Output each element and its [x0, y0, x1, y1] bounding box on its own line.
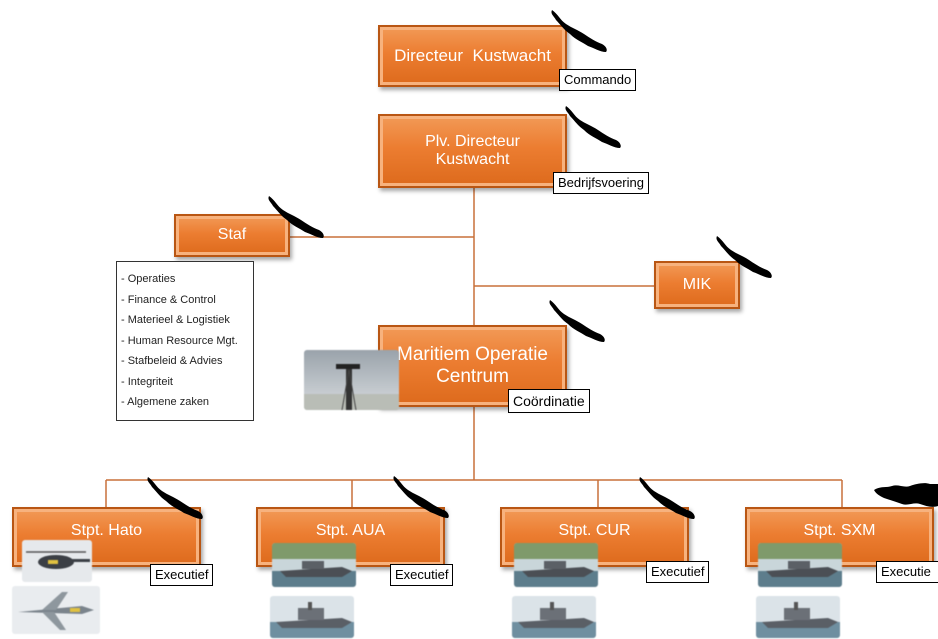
aua-label: Stpt. AUA	[315, 522, 386, 539]
mik-label: MIK	[682, 275, 712, 293]
staf-list-item: - Stafbeleid & Advies	[121, 355, 223, 367]
directeur-label: Directeur Kustwacht	[394, 46, 551, 66]
helicopter-photo	[22, 540, 92, 582]
patrol-boat-photo	[756, 596, 840, 638]
cur-label: Stpt. CUR	[558, 522, 631, 539]
plv-directeur-box: Plv. Directeur Kustwacht	[378, 114, 567, 188]
curacao-island-icon	[551, 10, 607, 52]
sint-maarten-island-icon	[874, 483, 938, 507]
executief-tag-hato: Executief	[150, 564, 214, 586]
curacao-island-icon	[393, 476, 449, 518]
patrol-boat-photo	[514, 543, 598, 587]
moc-line1: Maritiem Operatie	[397, 344, 548, 366]
moc-line2: Centrum	[436, 366, 509, 387]
patrol-boat-photo	[270, 596, 354, 638]
executief-tag-cur: Executief	[646, 561, 710, 583]
radar-mast-photo	[304, 350, 399, 410]
staf-list-item: - Materieel & Logistiek	[121, 314, 230, 326]
staf-list-item: - Human Resource Mgt.	[121, 334, 238, 347]
curacao-island-icon	[716, 236, 772, 278]
bedrijfsvoering-tag: Bedrijfsvoering	[553, 172, 649, 194]
curacao-island-icon	[147, 477, 203, 519]
mik-box: MIK	[654, 261, 740, 309]
curacao-island-icon	[565, 106, 621, 148]
executief-tag-aua: Executief	[390, 564, 454, 586]
staf-list-item: - Integriteit	[121, 375, 173, 388]
aircraft-photo	[12, 586, 100, 634]
directeur-kustwacht-box: Directeur Kustwacht	[378, 25, 567, 87]
hato-label: Stpt. Hato	[70, 522, 143, 539]
staf-list-item: - Algemene zaken	[121, 396, 210, 408]
staf-box: Staf	[174, 214, 290, 257]
staf-label: Staf	[217, 226, 247, 244]
patrol-boat-photo	[758, 543, 842, 587]
staf-list-item: - Finance & Control	[121, 293, 216, 306]
curacao-island-icon	[639, 477, 695, 519]
staf-list-item: - Operaties	[121, 273, 176, 285]
plv-directeur-line1: Plv. Directeur	[425, 132, 520, 150]
staf-departments-list: - Operaties - Finance & Control - Materi…	[116, 261, 254, 421]
sxm-label: Stpt. SXM	[803, 522, 876, 539]
curacao-island-icon	[268, 196, 324, 238]
curacao-island-icon	[549, 300, 605, 342]
plv-directeur-line2: Kustwacht	[435, 151, 510, 168]
coordinatie-tag: Coördinatie	[508, 389, 590, 413]
commando-tag: Commando	[559, 69, 637, 91]
stpt-hato-box: Stpt. Hato	[12, 507, 201, 567]
patrol-boat-photo	[512, 596, 596, 638]
executief-tag-sxm: Executie	[876, 561, 938, 583]
patrol-boat-photo	[272, 543, 356, 587]
